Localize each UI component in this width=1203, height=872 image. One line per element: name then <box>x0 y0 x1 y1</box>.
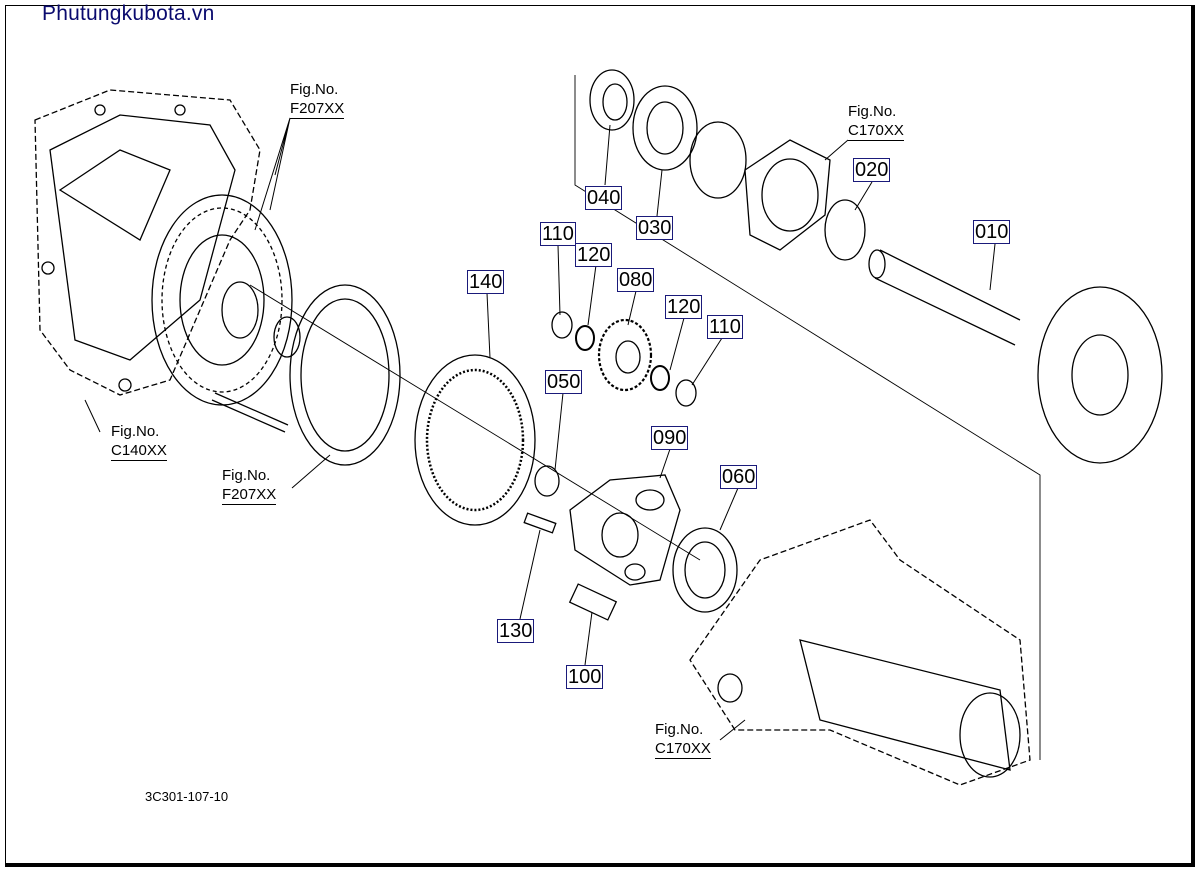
clutch-disc-assembly <box>151 194 293 406</box>
fig-ref-c140[interactable]: Fig.No. C140XX <box>111 422 167 461</box>
fig-ref-c170-bottom[interactable]: Fig.No. C170XX <box>655 720 711 759</box>
part-label-110[interactable]: 110 <box>707 315 743 339</box>
part-120-needle-bearing-a <box>575 325 595 351</box>
fig-code: C140XX <box>111 442 167 461</box>
part-label-060[interactable]: 060 <box>720 465 758 489</box>
part-120-needle-bearing-b <box>650 365 670 391</box>
leader-lines <box>84 117 996 741</box>
fig-code: F207XX <box>290 100 345 119</box>
brake-plate <box>289 284 401 466</box>
part-label-040[interactable]: 040 <box>585 186 623 210</box>
axle-case <box>689 519 1031 786</box>
part-140-internal-gear <box>414 354 536 526</box>
part-label-030[interactable]: 030 <box>636 216 674 240</box>
fig-label: Fig.No. <box>222 467 271 484</box>
part-080-planet-gear <box>597 318 653 392</box>
part-label-120[interactable]: 120 <box>665 295 703 319</box>
drawing-reference-number: 3C301-107-10 <box>145 789 229 804</box>
part-020-oil-seal <box>824 199 866 261</box>
part-label-020[interactable]: 020 <box>853 158 891 182</box>
part-label-080[interactable]: 080 <box>617 268 655 292</box>
part-label-050[interactable]: 050 <box>545 370 583 394</box>
part-040-nut <box>589 69 635 131</box>
fig-ref-f207-mid[interactable]: Fig.No. F207XX <box>222 466 277 505</box>
part-label-090[interactable]: 090 <box>651 426 689 450</box>
part-label-120[interactable]: 120 <box>575 243 613 267</box>
fig-code: C170XX <box>848 122 904 141</box>
part-100-planet-shaft <box>568 583 618 621</box>
drawing-frame <box>5 5 1195 867</box>
transmission-housing <box>34 89 261 396</box>
assembly-axis-line <box>249 75 1041 760</box>
part-110-thrust-washer-b <box>675 379 697 407</box>
fig-label: Fig.No. <box>848 103 897 120</box>
part-label-130[interactable]: 130 <box>497 619 535 643</box>
fig-code: C170XX <box>655 740 711 759</box>
part-090-planet-carrier <box>569 474 681 586</box>
part-030-bearing <box>632 85 698 171</box>
part-label-140[interactable]: 140 <box>467 270 505 294</box>
part-label-010[interactable]: 010 <box>973 220 1011 244</box>
part-130-pin <box>523 512 557 534</box>
fig-label: Fig.No. <box>111 423 160 440</box>
fig-ref-f207-top[interactable]: Fig.No. F207XX <box>290 80 345 119</box>
part-010-axle-shaft <box>868 249 1163 464</box>
fig-label: Fig.No. <box>655 721 704 738</box>
part-110-thrust-washer-a <box>551 311 573 339</box>
part-060-bearing <box>672 527 738 613</box>
o-ring <box>273 316 301 358</box>
watermark: Phutungkubota.vn <box>42 2 215 25</box>
fig-label: Fig.No. <box>290 81 339 98</box>
part-label-100[interactable]: 100 <box>566 665 604 689</box>
pin <box>211 392 289 433</box>
bearing-cover <box>744 139 831 251</box>
part-label-110[interactable]: 110 <box>540 222 576 246</box>
fig-ref-c170-top[interactable]: Fig.No. C170XX <box>848 102 904 141</box>
o-ring-large <box>689 121 747 199</box>
fig-code: F207XX <box>222 486 277 505</box>
part-050-circlip <box>534 465 560 497</box>
